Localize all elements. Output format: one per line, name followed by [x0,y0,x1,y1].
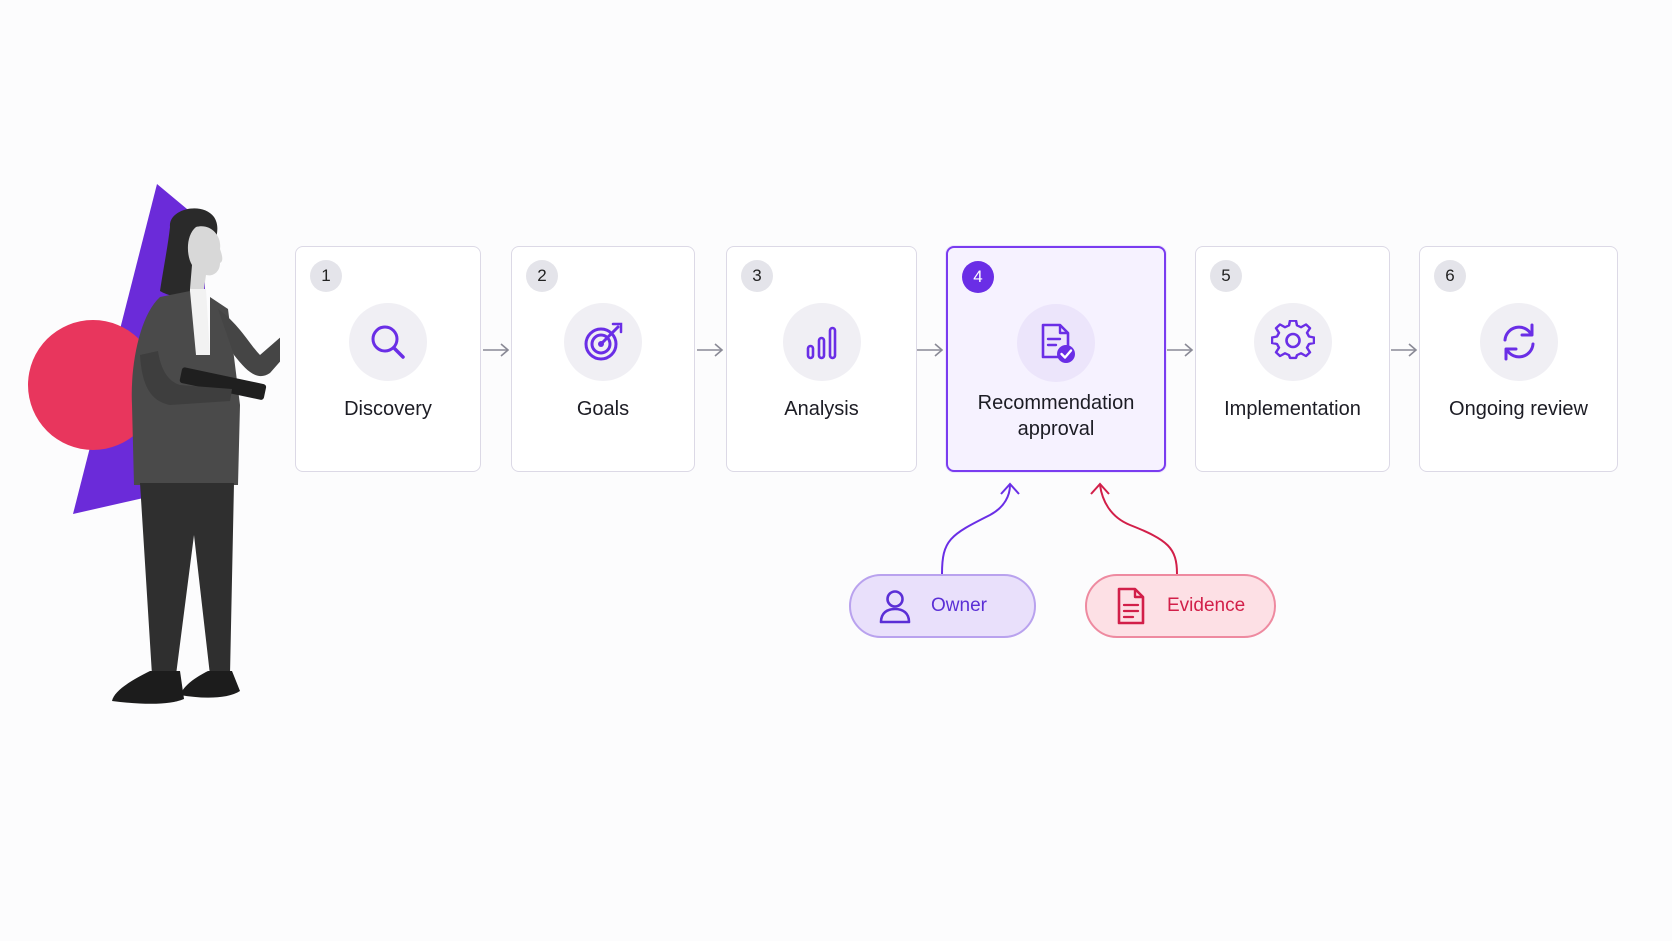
arrow-right-icon [1391,343,1418,357]
evidence-pill: Evidence [1085,574,1276,638]
step-number: 3 [741,260,773,292]
step-number: 6 [1434,260,1466,292]
arrow-right-icon [483,343,510,357]
presenter-illustration [112,208,280,704]
step-label: Implementation [1224,398,1361,420]
step-analysis: 3 Analysis [726,246,917,472]
step-number: 1 [310,260,342,292]
step-label: Goals [576,398,630,420]
arrow-right-icon [917,343,944,357]
arrow-right-icon [1167,343,1194,357]
owner-label: Owner [931,595,987,616]
arrow-right-icon [697,343,724,357]
bar-chart-icon [782,303,861,381]
target-icon [564,303,642,381]
step-discovery: 1 Discovery [295,246,481,472]
step-label: Analysis [784,398,859,420]
refresh-icon [1479,303,1558,381]
step-label: Recommendation approval [977,392,1135,440]
step-ongoing-review: 6 Ongoing review [1419,246,1618,472]
step-implementation: 5 Implementation [1195,246,1390,472]
step-goals: 2 Goals [511,246,695,472]
evidence-label: Evidence [1167,595,1246,616]
user-icon [879,590,911,624]
step-number: 4 [962,261,994,293]
step-label: Discovery [344,398,432,420]
search-icon [349,303,427,381]
step-number: 2 [526,260,558,292]
step-recommendation-approval: 4 Recommendation approval [946,246,1166,472]
document-check-icon [1017,304,1095,382]
owner-pill: Owner [849,574,1036,638]
document-icon [1117,587,1145,625]
step-label: Ongoing review [1449,398,1588,420]
step-number: 5 [1210,260,1242,292]
gear-icon [1253,303,1332,381]
